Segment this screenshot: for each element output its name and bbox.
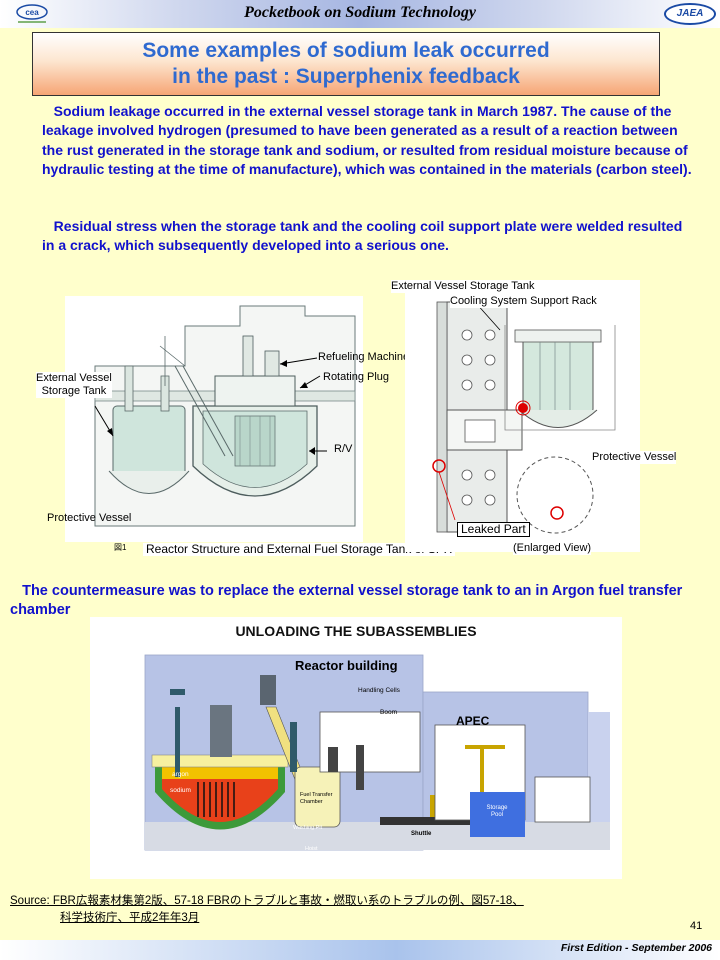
paragraph-residual-stress: Residual stress when the storage tank an… — [42, 217, 692, 256]
label-apec: APEC — [456, 714, 490, 728]
reactor-structure-drawing — [94, 305, 356, 527]
header-title: Pocketbook on Sodium Technology — [244, 4, 476, 21]
label-rotating-plug: Rotating Plug — [323, 371, 390, 383]
cea-logo-text: cea — [25, 8, 39, 17]
label-fuel-transfer-chamber: Fuel Transfer Chamber — [300, 792, 333, 805]
paragraph-countermeasure: The countermeasure was to replace the ex… — [10, 582, 710, 621]
source-line1: Source: FBR広報素材集第2版、57-18 FBRのトラブルと事故・燃取… — [10, 893, 524, 910]
edition-text: First Edition - September 2006 — [560, 942, 712, 954]
slide-title-box: Some examples of sodium leak occurred in… — [32, 32, 660, 96]
paragraph-leak-cause-text: Sodium leakage occurred in the external … — [42, 103, 692, 177]
paragraph-residual-stress-text: Residual stress when the storage tank an… — [42, 218, 683, 254]
label-protective-vessel-2: Protective Vessel — [592, 451, 677, 464]
label-argon: argon — [172, 771, 189, 778]
figure2-caption: (Enlarged View) — [513, 542, 592, 555]
figure-enlarged-view — [405, 280, 640, 552]
header-bar: cea Pocketbook on Sodium Technology JAEA — [0, 0, 720, 28]
label-external-vessel-storage-tank-2: External Vessel Storage Tank — [391, 280, 535, 293]
source-line2: 科学技術庁、平成2年年3月 — [10, 910, 524, 927]
label-reactor-building: Reactor building — [295, 658, 398, 673]
paragraph-leak-cause: Sodium leakage occurred in the external … — [42, 102, 692, 179]
label-rv: R/V — [334, 443, 353, 455]
figure1-marker: 図1 — [114, 543, 127, 552]
figure-unloading-subassemblies: UNLOADING THE SUBASSEMBLIES — [90, 617, 622, 879]
label-sodium: sodium — [170, 787, 191, 794]
unloading-title: UNLOADING THE SUBASSEMBLIES — [235, 623, 477, 639]
source-line1-text: : FBR広報素材集第2版、57-18 FBRのトラブルと事故・燃取い系のトラブ… — [46, 895, 524, 907]
figure1-caption: Reactor Structure and External Fuel Stor… — [143, 543, 455, 556]
label-storage-pool: Storage Pool — [486, 805, 508, 818]
label-cooling-system-support-rack: Cooling System Support Rack — [450, 295, 597, 308]
unloading-drawing — [144, 654, 610, 851]
paragraph-countermeasure-text: The countermeasure was to replace the ex… — [10, 583, 683, 619]
slide-title-line1: Some examples of sodium leak occurred — [142, 39, 550, 62]
label-washing-pit: Washing Pit — [293, 825, 323, 831]
page-number: 41 — [690, 920, 703, 932]
cea-logo: cea — [16, 4, 48, 23]
label-boom: Boom — [380, 709, 397, 716]
footer-bar: First Edition - September 2006 — [0, 940, 720, 960]
label-external-vessel-storage-tank: External Vessel Storage Tank — [36, 372, 112, 398]
label-refueling-machine: Refueling Machine — [318, 351, 410, 363]
label-hoist: Hoist — [305, 846, 318, 852]
slide-title-line2: in the past : Superphenix feedback — [172, 65, 520, 88]
label-handling-cells: Handling Cells — [358, 687, 400, 694]
source-line2-text: 科学技術庁、平成2年年3月 — [60, 912, 200, 924]
label-protective-vessel-1: Protective Vessel — [47, 512, 132, 524]
figure-reactor-structure — [65, 296, 363, 542]
label-leaked-part: Leaked Part — [457, 522, 530, 537]
source-citation: Source: FBR広報素材集第2版、57-18 FBRのトラブルと事故・燃取… — [10, 893, 524, 927]
source-label: Source — [10, 895, 47, 907]
label-shuttle: Shuttle — [411, 831, 432, 837]
enlarged-view-drawing — [432, 301, 616, 534]
jaea-logo: JAEA — [664, 3, 716, 25]
